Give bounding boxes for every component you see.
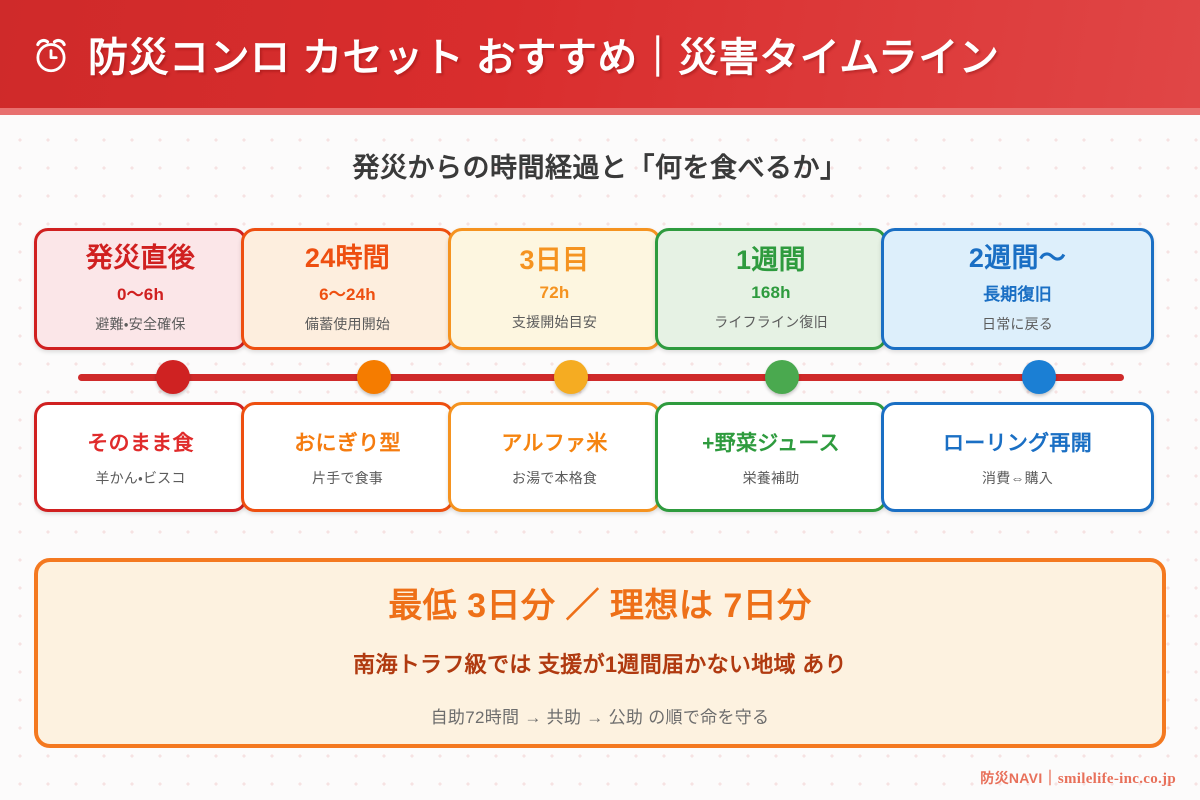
stage-hours: 72h: [539, 282, 570, 302]
stage-card-4[interactable]: 2週間〜 長期復旧 日常に戻る: [881, 228, 1154, 350]
stage-card-row: 発災直後 0〜6h 避難・安全確保 24時間 6〜24h 備蓄使用開始 3日目 …: [34, 228, 1166, 350]
timeline-dot-4: [1022, 360, 1056, 394]
timeline-track: [78, 374, 1124, 381]
summary-panel: 最低 3日分 ／ 理想は 7日分 南海トラフ級では 支援が1週間届かない地域 あ…: [34, 558, 1166, 748]
footer-separator: ｜: [1042, 771, 1058, 787]
subtitle: 発災からの時間経過と「何を食べるか」: [352, 153, 848, 183]
stage-note: ライフライン復旧: [714, 313, 828, 330]
food-note: 羊かん・ビスコ: [95, 469, 186, 486]
stage-hours: 長期復旧: [983, 285, 1052, 305]
summary-headline: 最低 3日分 ／ 理想は 7日分: [388, 587, 812, 625]
food-title: おにぎり型: [294, 431, 401, 455]
summary-footline: 自助72時間 → 共助 → 公助 の順で命を守る: [430, 708, 770, 727]
stage-title: 3日目: [519, 245, 590, 276]
footer-brand: 防災NAVI: [980, 770, 1043, 786]
stage-card-2[interactable]: 3日目 72h 支援開始目安: [448, 228, 661, 350]
stage-card-3[interactable]: 1週間 168h ライフライン復旧: [655, 228, 887, 350]
stage-hours: 168h: [751, 282, 791, 302]
food-card-4[interactable]: ローリング再開 消費⇔購入: [881, 402, 1154, 512]
footer-site: smilelife-inc.co.jp: [1057, 771, 1176, 787]
food-note: 消費⇔購入: [982, 469, 1053, 486]
food-note: 片手で食事: [312, 469, 383, 486]
food-card-0[interactable]: そのまま食 羊かん・ビスコ: [34, 402, 247, 512]
food-card-1[interactable]: おにぎり型 片手で食事: [241, 402, 454, 512]
timeline-section: 発災直後 0〜6h 避難・安全確保 24時間 6〜24h 備蓄使用開始 3日目 …: [34, 228, 1166, 513]
stage-title: 発災直後: [85, 242, 196, 273]
stage-note: 支援開始目安: [511, 313, 598, 330]
food-card-2[interactable]: アルファ米 お湯で本格食: [448, 402, 661, 512]
alarm-clock-icon: [36, 38, 66, 73]
food-title: ローリング再開: [942, 431, 1093, 455]
header-bar: 防災コンロ カセット おすすめ｜災害タイムライン: [0, 0, 1200, 108]
stage-note: 日常に戻る: [982, 316, 1053, 333]
food-title: +野菜ジュース: [702, 431, 840, 455]
stage-card-1[interactable]: 24時間 6〜24h 備蓄使用開始: [241, 228, 454, 350]
timeline-dot-0: [156, 360, 190, 394]
stage-card-0[interactable]: 発災直後 0〜6h 避難・安全確保: [34, 228, 247, 350]
stage-title: 2週間〜: [968, 242, 1067, 273]
header-underline: [0, 108, 1200, 115]
food-card-3[interactable]: +野菜ジュース 栄養補助: [655, 402, 887, 512]
stage-note: 避難・安全確保: [95, 316, 186, 333]
stage-note: 備蓄使用開始: [304, 316, 391, 333]
stage-title: 24時間: [304, 242, 391, 273]
food-note: お湯で本格食: [511, 469, 598, 486]
summary-subline: 南海トラフ級では 支援が1週間届かない地域 あり: [353, 652, 847, 677]
stage-hours: 6〜24h: [319, 285, 376, 305]
food-title: アルファ米: [501, 431, 608, 455]
page-title: 防災コンロ カセット おすすめ｜災害タイムライン: [88, 36, 1000, 80]
stage-title: 1週間: [736, 245, 806, 276]
food-title: そのまま食: [87, 431, 194, 455]
timeline-dot-3: [765, 360, 799, 394]
food-note: 栄養補助: [742, 469, 800, 486]
timeline-dot-1: [357, 360, 391, 394]
stage-hours: 0〜6h: [116, 285, 165, 305]
food-card-row: そのまま食 羊かん・ビスコ おにぎり型 片手で食事 アルファ米 お湯で本格食 +…: [34, 402, 1166, 512]
timeline-dot-2: [554, 360, 588, 394]
footer-credit: 防災NAVI｜smilelife-inc.co.jp: [980, 767, 1176, 788]
